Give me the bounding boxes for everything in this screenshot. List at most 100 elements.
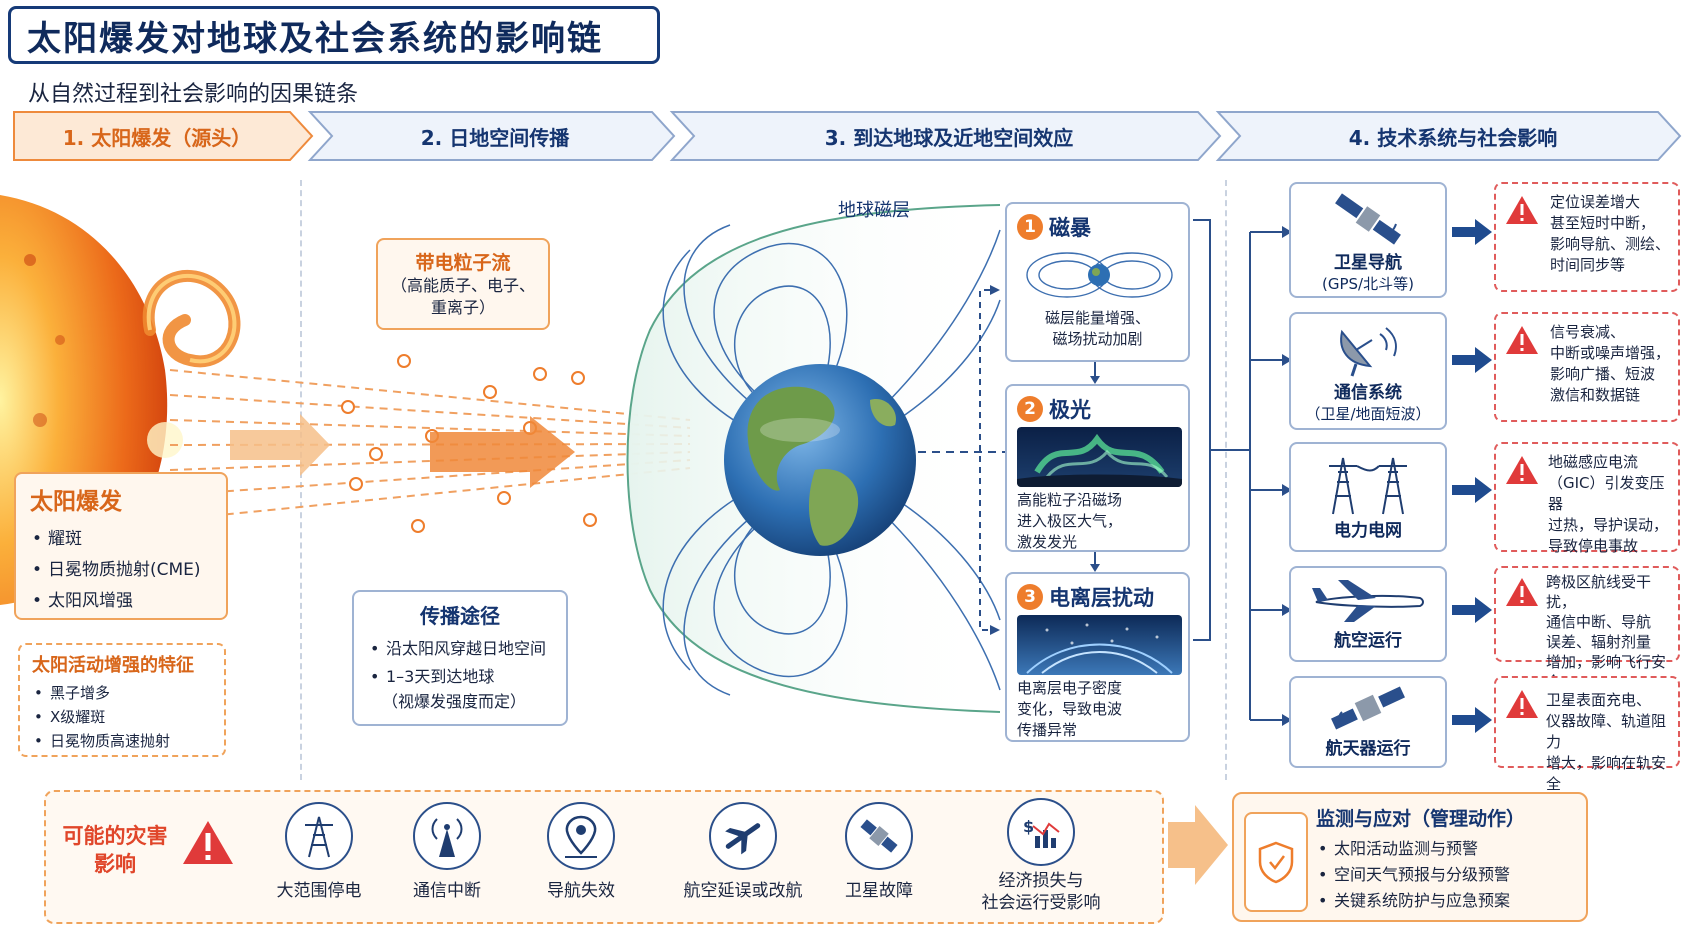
magnetosphere-label: 地球磁层 xyxy=(838,200,910,221)
effect-text: 磁场扰动加剧 xyxy=(1052,330,1143,348)
magnetic-field-lines xyxy=(662,224,1001,696)
hazard-item: 大范围停电 xyxy=(274,802,364,901)
impact-line: 仪器故障、轨道阻力 xyxy=(1546,712,1667,751)
response-item: 太阳活动监测与预警 xyxy=(1316,836,1510,862)
system-name: 电力电网 xyxy=(1334,521,1402,541)
ionosphere-icon xyxy=(1017,615,1182,675)
system-card-communications: 通信系统 （卫星/地面短波） xyxy=(1289,312,1447,430)
impact-card: 地磁感应电流 （GIC）引发变压器 过热，导护误动， 导致停电事故 xyxy=(1494,442,1680,555)
page-title-text: 太阳爆发对地球及社会系统的影响链 xyxy=(27,18,603,59)
effect-text: 高能粒子沿磁场 xyxy=(1017,491,1123,509)
hazard-item: $ 经济损失与 社会运行受影响 xyxy=(966,798,1116,914)
effect-text: 进入极区大气， xyxy=(1017,512,1123,530)
effect-title: 极光 xyxy=(1049,398,1091,422)
impact-card: 信号衰减、 中断或噪声增强， 影响广播、短波 激信和数据链 xyxy=(1494,312,1680,422)
impact-line: 信号衰减、 xyxy=(1550,323,1626,341)
impact-line: 时间同步等 xyxy=(1550,256,1626,274)
impact-line: 激信和数据链 xyxy=(1550,386,1641,404)
page-subtitle: 从自然过程到社会影响的因果链条 xyxy=(28,82,359,107)
impact-line: 影响广播、短波 xyxy=(1550,365,1656,383)
hazard-label: 社会运行受影响 xyxy=(981,893,1101,913)
impact-line: 中断或噪声增强， xyxy=(1550,344,1671,362)
stage-divider xyxy=(300,180,302,780)
dish-antenna-icon xyxy=(1340,327,1397,377)
hazard-label: 卫星故障 xyxy=(845,881,913,901)
aurora-icon xyxy=(1017,427,1182,487)
impact-line: 误差、辐射剂量 xyxy=(1546,633,1652,651)
source-card: 太阳爆发 耀斑 日冕物质抛射(CME) 太阳风增强 xyxy=(14,472,228,620)
impact-line: 甚至短时中断， xyxy=(1550,214,1656,232)
system-card-satellite-navigation: 卫星导航 (GPS/北斗等) xyxy=(1289,182,1447,298)
system-sub: (GPS/北斗等) xyxy=(1322,275,1414,293)
response-item: 空间天气预报与分级预警 xyxy=(1316,862,1510,888)
antenna-icon xyxy=(413,802,481,870)
magnetic-dipole-icon xyxy=(1026,252,1173,298)
location-pin-icon xyxy=(547,802,615,870)
source-item: 耀斑 xyxy=(30,524,212,555)
economy-chart-icon: $ xyxy=(1007,798,1075,866)
system-name: 卫星导航 xyxy=(1334,253,1402,273)
warning-icon xyxy=(1506,690,1538,718)
impact-line: 地磁感应电流 xyxy=(1548,453,1639,471)
path-item: 1–3天到达地球 xyxy=(368,663,552,691)
effect-number-badge: 3 xyxy=(1017,584,1043,610)
effect-text: 变化，导致电波 xyxy=(1017,700,1123,718)
spacecraft-icon xyxy=(1331,686,1405,730)
satellite-icon xyxy=(1335,193,1401,245)
response-title: 监测与应对（管理动作） xyxy=(1316,808,1526,830)
impact-line: 过热，导护误动， xyxy=(1548,516,1669,534)
particles-title: 带电粒子流 xyxy=(415,252,511,274)
path-note: （视爆发强度而定） xyxy=(382,692,527,711)
warning-icon xyxy=(1506,326,1538,354)
particles-line: 重离子） xyxy=(430,298,495,317)
particles-card: 带电粒子流 （高能质子、电子、 重离子） xyxy=(376,238,550,330)
hazard-label: 航空延误或改航 xyxy=(683,881,803,901)
impact-line: 增大，影响在轨安全 xyxy=(1546,754,1667,793)
impact-card: 卫星表面充电、 仪器故障、轨道阻力 增大，影响在轨安全 xyxy=(1494,676,1680,793)
system-name: 通信系统 xyxy=(1334,383,1402,403)
path-item: 沿太阳风穿越日地空间 xyxy=(368,635,552,663)
hazard-label: 导航失效 xyxy=(547,881,615,901)
effect-text: 电离层电子密度 xyxy=(1017,679,1123,697)
response-panel: 监测与应对（管理动作） 太阳活动监测与预警 空间天气预报与分级预警 关键系统防护… xyxy=(1232,792,1588,922)
power-tower-icon xyxy=(285,802,353,870)
warning-icon xyxy=(1506,456,1538,484)
impact-line: 定位误差增大 xyxy=(1550,193,1641,211)
hazard-label: 通信中断 xyxy=(413,881,481,901)
feature-item: 黑子增多 xyxy=(32,681,212,705)
airplane-icon xyxy=(1312,580,1424,622)
hazards-title-line: 影响 xyxy=(94,852,136,876)
impact-card: 跨极区航线受干扰， 通信中断、导航 误差、辐射剂量 增加，影响飞行安全 xyxy=(1494,566,1680,691)
airplane-icon xyxy=(709,802,777,870)
path-card: 传播途径 沿太阳风穿越日地空间 1–3天到达地球 （视爆发强度而定） xyxy=(352,590,568,726)
system-card-power-grid: 电力电网 xyxy=(1289,442,1447,552)
hazard-item: 卫星故障 xyxy=(834,802,924,901)
hazard-item: 通信中断 xyxy=(402,802,492,901)
system-name: 航空运行 xyxy=(1334,631,1402,651)
system-card-aviation: 航空运行 xyxy=(1289,566,1447,662)
power-tower-icon xyxy=(1329,457,1407,515)
impact-line: 卫星表面充电、 xyxy=(1546,691,1652,709)
impact-line: 跨极区航线受干扰， xyxy=(1546,573,1652,611)
hazard-label: 大范围停电 xyxy=(276,881,362,901)
effect-number-badge: 1 xyxy=(1017,214,1043,240)
warning-icon xyxy=(1506,578,1538,606)
hazard-item: 航空延误或改航 xyxy=(668,802,818,901)
source-item: 太阳风增强 xyxy=(30,586,212,617)
hazard-item: 导航失效 xyxy=(536,802,626,901)
impact-line: （GIC）引发变压器 xyxy=(1548,474,1665,513)
impact-line: 影响导航、测绘、 xyxy=(1550,235,1671,253)
particles-line: （高能质子、电子、 xyxy=(390,276,535,295)
warning-icon xyxy=(1506,196,1538,224)
stage-banners xyxy=(13,111,1682,161)
effect-text: 激发发光 xyxy=(1017,533,1078,551)
satellite-icon xyxy=(845,802,913,870)
path-title: 传播途径 xyxy=(420,604,500,628)
warning-icon xyxy=(183,821,233,864)
shield-icon xyxy=(1244,812,1308,912)
source-item: 日冕物质抛射(CME) xyxy=(30,555,212,586)
effect-title: 电离层扰动 xyxy=(1049,586,1154,610)
